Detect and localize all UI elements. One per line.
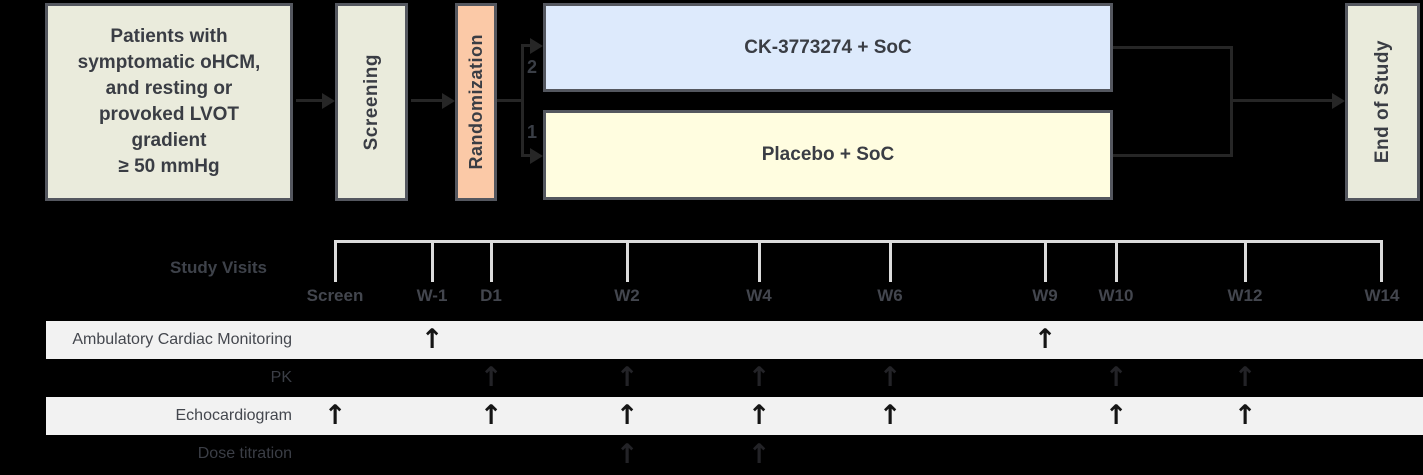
randomization-ratio-2: 2 [527, 57, 538, 77]
arm-placebo-box: Placebo + SoC [543, 110, 1113, 200]
arrow-screening-to-randomization [411, 99, 443, 102]
row-label-pk: PK [270, 369, 292, 386]
arrowhead-icon [322, 92, 335, 109]
tick-d1 [490, 240, 493, 282]
arrow-population-to-screening [296, 99, 324, 102]
tick-w14 [1380, 240, 1383, 282]
visit-label-w2: W2 [614, 286, 640, 305]
visit-label-w14: W14 [1364, 286, 1400, 305]
merge-top-line [1113, 46, 1233, 49]
tick-w12 [1244, 240, 1247, 282]
screening-label: Screening [360, 53, 382, 151]
visit-label-w9: W9 [1032, 286, 1058, 305]
up-arrow-icon: ↑ [479, 400, 503, 431]
arrowhead-icon [530, 147, 543, 164]
population-box: Patients with symptomatic oHCM, and rest… [45, 3, 293, 201]
row-label-ambulatory-cardiac-monitoring: Ambulatory Cardiac Monitoring [72, 331, 292, 348]
population-text: Patients with symptomatic oHCM, and rest… [77, 26, 261, 177]
up-arrow-icon: ↑ [747, 362, 771, 393]
row-label-dose-titration: Dose titration [197, 445, 292, 462]
arrowhead-icon [1332, 92, 1345, 109]
row-label-echocardiogram: Echocardiogram [175, 407, 293, 424]
up-arrow-icon: ↑ [615, 439, 639, 470]
row-dose-titration: Dose titration [46, 435, 1423, 474]
study-visits-title: Study Visits [170, 258, 267, 277]
up-arrow-icon: ↑ [1233, 362, 1257, 393]
up-arrow-icon: ↑ [878, 400, 902, 431]
up-arrow-icon: ↑ [1233, 400, 1257, 431]
tick-screen [334, 240, 337, 282]
arm-ck3773274-box: CK-3773274 + SoC [543, 3, 1113, 92]
row-pk: PK [46, 359, 1423, 397]
up-arrow-icon: ↑ [1104, 400, 1128, 431]
up-arrow-icon: ↑ [1033, 324, 1057, 355]
fork-bottom-line [521, 154, 533, 157]
visit-label-d1: D1 [480, 286, 502, 305]
timeline-axis [335, 240, 1383, 243]
tick-w6 [889, 240, 892, 282]
arrowhead-icon [442, 92, 455, 109]
fork-stub-line [497, 99, 524, 102]
arrowhead-icon [530, 37, 543, 54]
fork-vertical-line [521, 44, 524, 157]
visit-label-w12: W12 [1227, 286, 1263, 305]
end-of-study-box: End of Study [1345, 3, 1420, 201]
row-ambulatory-cardiac-monitoring: Ambulatory Cardiac Monitoring [46, 321, 1423, 359]
up-arrow-icon: ↑ [479, 362, 503, 393]
up-arrow-icon: ↑ [878, 362, 902, 393]
up-arrow-icon: ↑ [323, 400, 347, 431]
up-arrow-icon: ↑ [615, 400, 639, 431]
visit-label-screen: Screen [306, 286, 364, 305]
tick-w9 [1044, 240, 1047, 282]
visit-label-w-1: W-1 [416, 286, 448, 305]
row-echocardiogram: Echocardiogram [46, 397, 1423, 435]
fork-top-line [521, 44, 533, 47]
randomization-box: Randomization [455, 3, 497, 201]
up-arrow-icon: ↑ [747, 439, 771, 470]
screening-box: Screening [335, 3, 408, 201]
visit-label-w6: W6 [877, 286, 903, 305]
tick-w2 [626, 240, 629, 282]
randomization-label: Randomization [465, 34, 486, 170]
up-arrow-icon: ↑ [420, 324, 444, 355]
arrow-to-end-of-study [1230, 99, 1333, 102]
up-arrow-icon: ↑ [747, 400, 771, 431]
up-arrow-icon: ↑ [615, 362, 639, 393]
merge-bottom-line [1113, 154, 1233, 157]
up-arrow-icon: ↑ [1104, 362, 1128, 393]
randomization-ratio-1: 1 [527, 122, 538, 142]
visit-label-w10: W10 [1098, 286, 1134, 305]
arm-ck3773274-label: CK-3773274 + SoC [744, 36, 912, 58]
tick-w10 [1115, 240, 1118, 282]
tick-w-1 [431, 240, 434, 282]
end-of-study-label: End of Study [1371, 40, 1393, 164]
tick-w4 [758, 240, 761, 282]
arm-placebo-label: Placebo + SoC [761, 144, 895, 165]
visit-label-w4: W4 [746, 286, 772, 305]
